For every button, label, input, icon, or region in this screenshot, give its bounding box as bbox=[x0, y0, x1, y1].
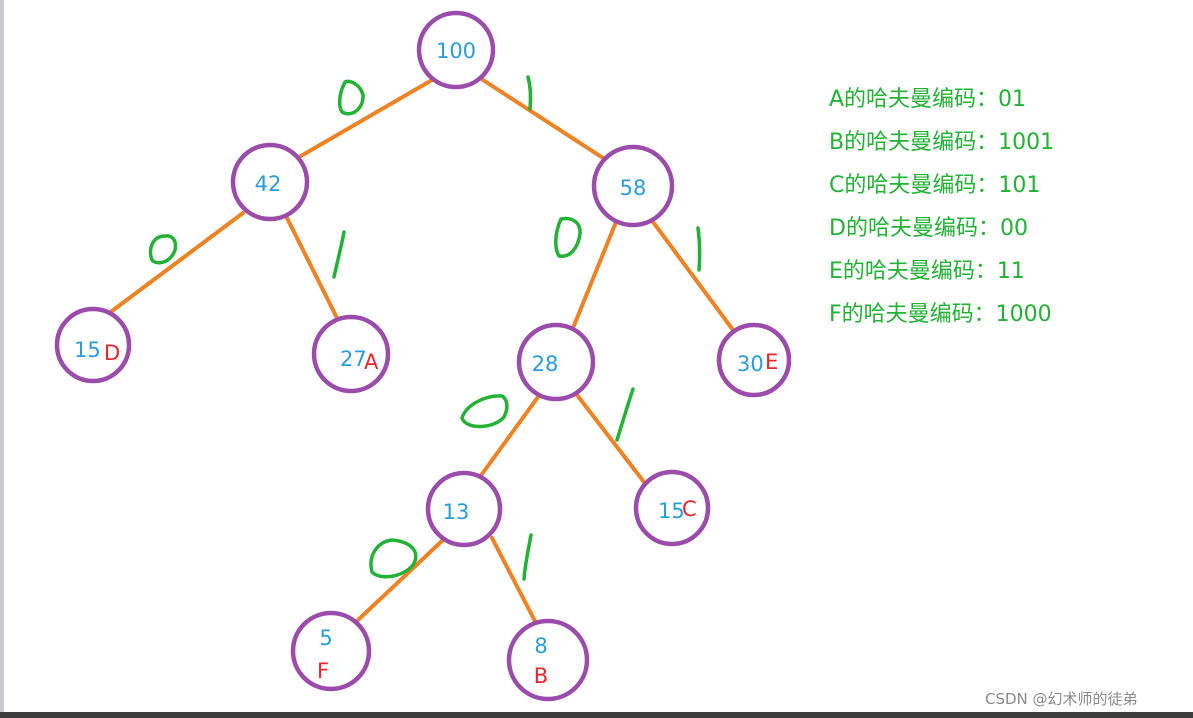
edge-13-8 bbox=[490, 536, 539, 627]
code-entry-d: D的哈夫曼编码：00 bbox=[829, 216, 1028, 241]
edge-bit-labels bbox=[148, 75, 702, 581]
bit-one-mark bbox=[615, 387, 635, 442]
edge-28-15 bbox=[575, 393, 649, 488]
tree-node-leaf-c: 15 C bbox=[633, 469, 711, 547]
node-circle bbox=[591, 144, 675, 228]
node-weight: 42 bbox=[255, 172, 282, 196]
bit-zero-mark bbox=[369, 538, 418, 579]
tree-node-leaf-a: 27 A bbox=[311, 314, 391, 394]
node-circle bbox=[54, 306, 132, 384]
bit-zero-mark bbox=[338, 79, 365, 116]
window-left-border bbox=[0, 0, 4, 718]
edge-58-28 bbox=[571, 220, 618, 330]
node-weight: 15 bbox=[74, 338, 101, 362]
bit-one-mark bbox=[332, 230, 346, 279]
bit-zero-mark bbox=[148, 234, 178, 265]
leaf-letter: D bbox=[104, 341, 120, 365]
window-bottom-bar bbox=[0, 712, 1193, 718]
node-circle bbox=[290, 610, 372, 692]
code-entry-e: E的哈夫曼编码：11 bbox=[829, 259, 1025, 284]
tree-node-leaf-f: 5 F bbox=[290, 610, 372, 692]
tree-node: 58 bbox=[591, 144, 675, 228]
node-weight: 13 bbox=[443, 500, 470, 524]
bit-one-mark bbox=[696, 226, 702, 272]
node-circle bbox=[416, 10, 496, 90]
bit-one-mark bbox=[522, 533, 533, 581]
tree-nodes: 100 42 58 15 D 27 A 28 bbox=[54, 10, 792, 702]
tree-node: 100 bbox=[416, 10, 496, 90]
bit-one-mark bbox=[526, 75, 533, 111]
node-circle bbox=[425, 470, 503, 548]
tree-node: 42 bbox=[230, 142, 310, 222]
node-weight: 15 bbox=[658, 499, 685, 523]
node-weight: 5 bbox=[319, 626, 332, 650]
leaf-letter: E bbox=[765, 350, 778, 374]
node-weight: 27 bbox=[340, 347, 367, 371]
node-circle bbox=[516, 322, 596, 402]
node-circle bbox=[230, 142, 310, 222]
edge-13-5 bbox=[356, 537, 446, 622]
node-weight: 8 bbox=[534, 634, 547, 658]
tree-node: 13 bbox=[425, 470, 503, 548]
edge-42-27 bbox=[285, 216, 339, 320]
edge-28-13 bbox=[480, 395, 540, 476]
tree-node-leaf-b: 8 B bbox=[506, 618, 590, 702]
edge-100-58 bbox=[481, 78, 605, 160]
bit-zero-mark bbox=[554, 216, 582, 258]
node-weight: 100 bbox=[436, 39, 476, 63]
node-circle bbox=[633, 469, 711, 547]
leaf-letter: A bbox=[364, 350, 379, 374]
code-entry-a: A的哈夫曼编码：01 bbox=[829, 87, 1027, 112]
leaf-letter: B bbox=[534, 664, 548, 688]
watermark-text: CSDN @幻术师的徒弟 bbox=[985, 690, 1138, 708]
leaf-letter: F bbox=[317, 659, 329, 683]
tree-node: 28 bbox=[516, 322, 596, 402]
node-circle bbox=[716, 322, 792, 398]
leaf-letter: C bbox=[682, 497, 697, 521]
node-weight: 28 bbox=[532, 352, 559, 376]
huffman-codes-list: A的哈夫曼编码：01 B的哈夫曼编码：1001 C的哈夫曼编码：101 D的哈夫… bbox=[829, 78, 1054, 336]
code-entry-c: C的哈夫曼编码：101 bbox=[829, 173, 1041, 198]
edge-42-15 bbox=[110, 211, 245, 313]
node-circle bbox=[506, 618, 590, 702]
code-entry-b: B的哈夫曼编码：1001 bbox=[829, 130, 1055, 155]
bit-zero-mark bbox=[460, 394, 509, 429]
node-weight: 58 bbox=[620, 176, 647, 200]
node-weight: 30 bbox=[737, 352, 764, 376]
edge-100-42 bbox=[292, 78, 434, 162]
code-entry-f: F的哈夫曼编码：1000 bbox=[829, 302, 1052, 327]
tree-node-leaf-d: 15 D bbox=[54, 306, 132, 384]
tree-node-leaf-e: 30 E bbox=[716, 322, 792, 398]
edge-58-30 bbox=[651, 220, 735, 332]
node-circle bbox=[311, 314, 391, 394]
tree-edges bbox=[110, 78, 735, 627]
